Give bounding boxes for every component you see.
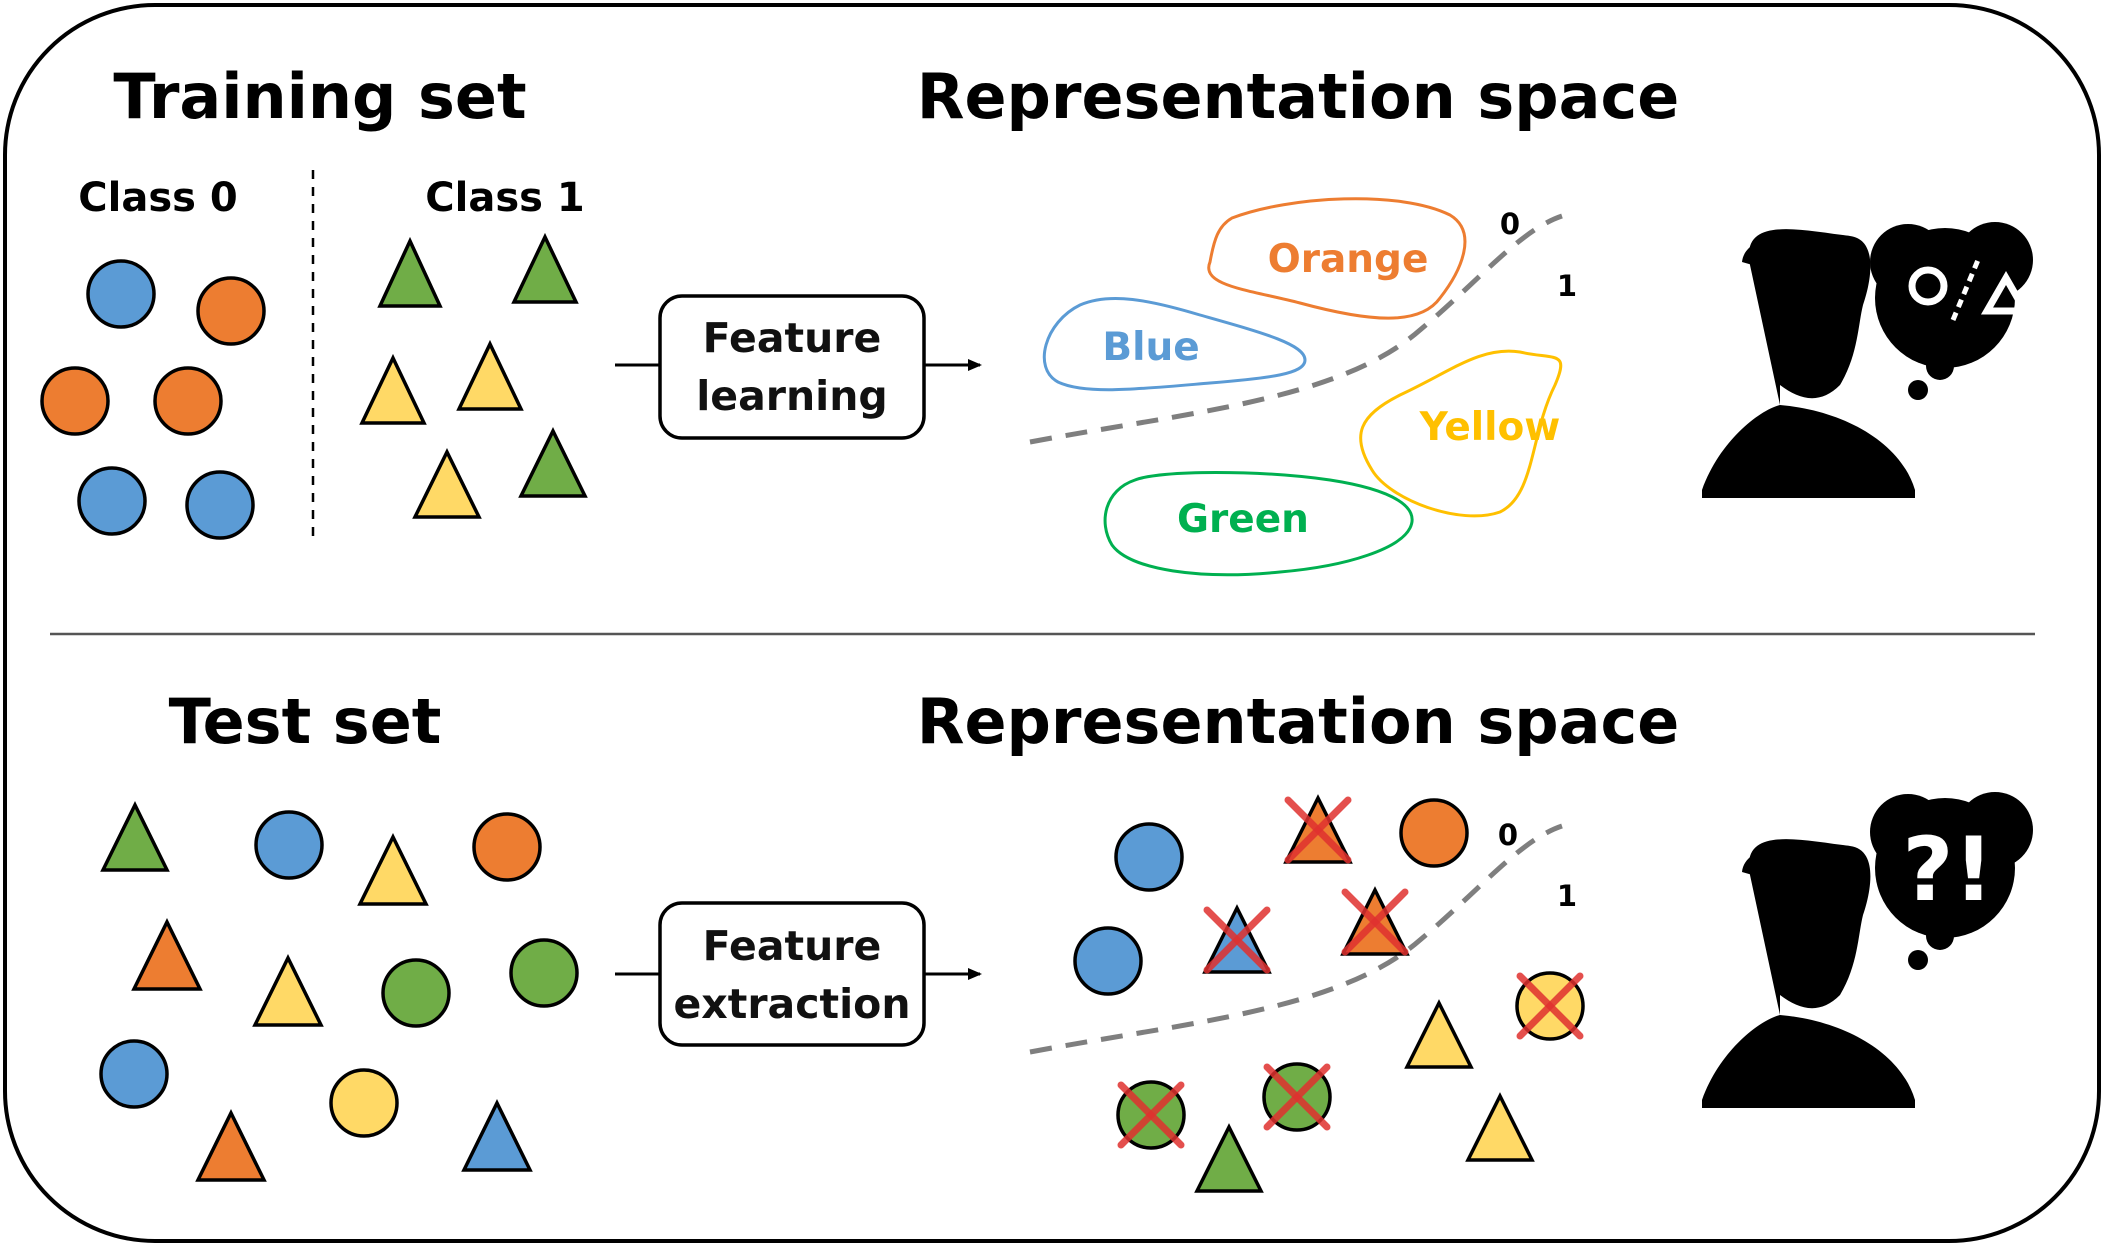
test-circle-green [509, 938, 579, 1008]
boundary-label-1-test: 1 [1557, 879, 1577, 913]
blue-cluster-label: Blue [1102, 325, 1199, 370]
embedded-samples [1073, 794, 1585, 1193]
test-section: Test set Feature extraction Representati… [99, 685, 2033, 1193]
class-0-samples [40, 259, 266, 540]
train-circle-orange [153, 366, 223, 436]
test-triangle-orange [131, 918, 203, 991]
green-cluster [1103, 471, 1414, 577]
test-circle-orange [472, 812, 542, 882]
class-1-label: Class 1 [425, 175, 584, 221]
train-triangle-yellow [359, 353, 427, 425]
boundary-label-0: 0 [1500, 207, 1520, 241]
train-triangle-green [511, 232, 579, 304]
outer-frame [3, 3, 2101, 1243]
test-circle-yellow [329, 1068, 399, 1138]
cross-mark-icon [1117, 1081, 1185, 1149]
cross-mark-icon [1516, 972, 1584, 1040]
decision-boundary [1029, 213, 1563, 445]
feature-learning-line1: Feature [703, 314, 882, 362]
representation-space-title: Representation space [917, 60, 1680, 133]
test-circle-green [381, 958, 451, 1028]
train-circle-orange [196, 276, 266, 346]
green-cluster-label: Green [1177, 497, 1309, 542]
test-triangle-yellow [357, 833, 429, 906]
yellow-cluster [1359, 349, 1563, 518]
train-circle-blue [86, 259, 156, 329]
orange-cluster-label: Orange [1268, 237, 1429, 282]
train-circle-orange [40, 366, 110, 436]
train-triangle-yellow [412, 448, 482, 519]
cross-mark-icon [1263, 1063, 1331, 1131]
triangle-icon [1980, 270, 2032, 315]
feature-clusters: Orange Blue Yellow Green [1042, 197, 1563, 577]
confusion-text: ?! [1902, 818, 1993, 921]
cross-mark-icon [1284, 796, 1352, 864]
representation-space-title-test: Representation space [917, 685, 1680, 758]
thought-bubble-icon: ?! [1870, 792, 2033, 970]
train-triangle-yellow [456, 339, 524, 411]
thought-bubble-icon [1870, 222, 2033, 400]
blue-cluster [1042, 296, 1307, 392]
test-triangle-orange [195, 1109, 267, 1182]
boundary-label-1: 1 [1557, 269, 1577, 303]
feature-learning-box [658, 294, 926, 440]
boundary-label-0-test: 0 [1498, 818, 1518, 852]
embedded-circle-blue [1114, 822, 1184, 892]
embedded-triangle-yellow [1404, 999, 1474, 1069]
train-triangle-green [377, 236, 443, 308]
cross-mark-icon [1203, 906, 1271, 974]
test-circle-blue [254, 810, 324, 880]
train-circle-blue [185, 470, 255, 540]
feature-learning-line2: learning [696, 372, 888, 420]
feature-extraction-line1: Feature [703, 922, 882, 970]
test-triangle-yellow [252, 954, 324, 1027]
test-set-title: Test set [169, 685, 442, 758]
training-section: Training set Class 0 Class 1 Feature lea… [40, 60, 2033, 577]
class-1-samples [359, 232, 588, 519]
embedded-circle-blue [1073, 926, 1143, 996]
embedded-triangle-yellow [1465, 1092, 1535, 1162]
embedded-circle-orange [1399, 798, 1469, 868]
orange-cluster [1207, 197, 1467, 320]
training-set-title: Training set [113, 60, 526, 133]
train-triangle-green [518, 427, 588, 498]
feature-extraction-line2: extraction [673, 980, 910, 1028]
person-silhouette-icon [1702, 229, 1915, 498]
test-circle-blue [99, 1039, 169, 1109]
circle-icon [1908, 266, 1948, 306]
person-silhouette-icon [1702, 839, 1915, 1108]
cross-mark-icon [1341, 888, 1409, 956]
test-samples [99, 801, 579, 1182]
test-triangle-green [100, 801, 170, 872]
embedded-triangle-green [1194, 1123, 1264, 1193]
test-triangle-blue [461, 1099, 533, 1172]
class-0-label: Class 0 [78, 175, 237, 221]
decision-boundary-test [1029, 823, 1563, 1055]
yellow-cluster-label: Yellow [1419, 405, 1561, 450]
train-circle-blue [77, 466, 147, 536]
